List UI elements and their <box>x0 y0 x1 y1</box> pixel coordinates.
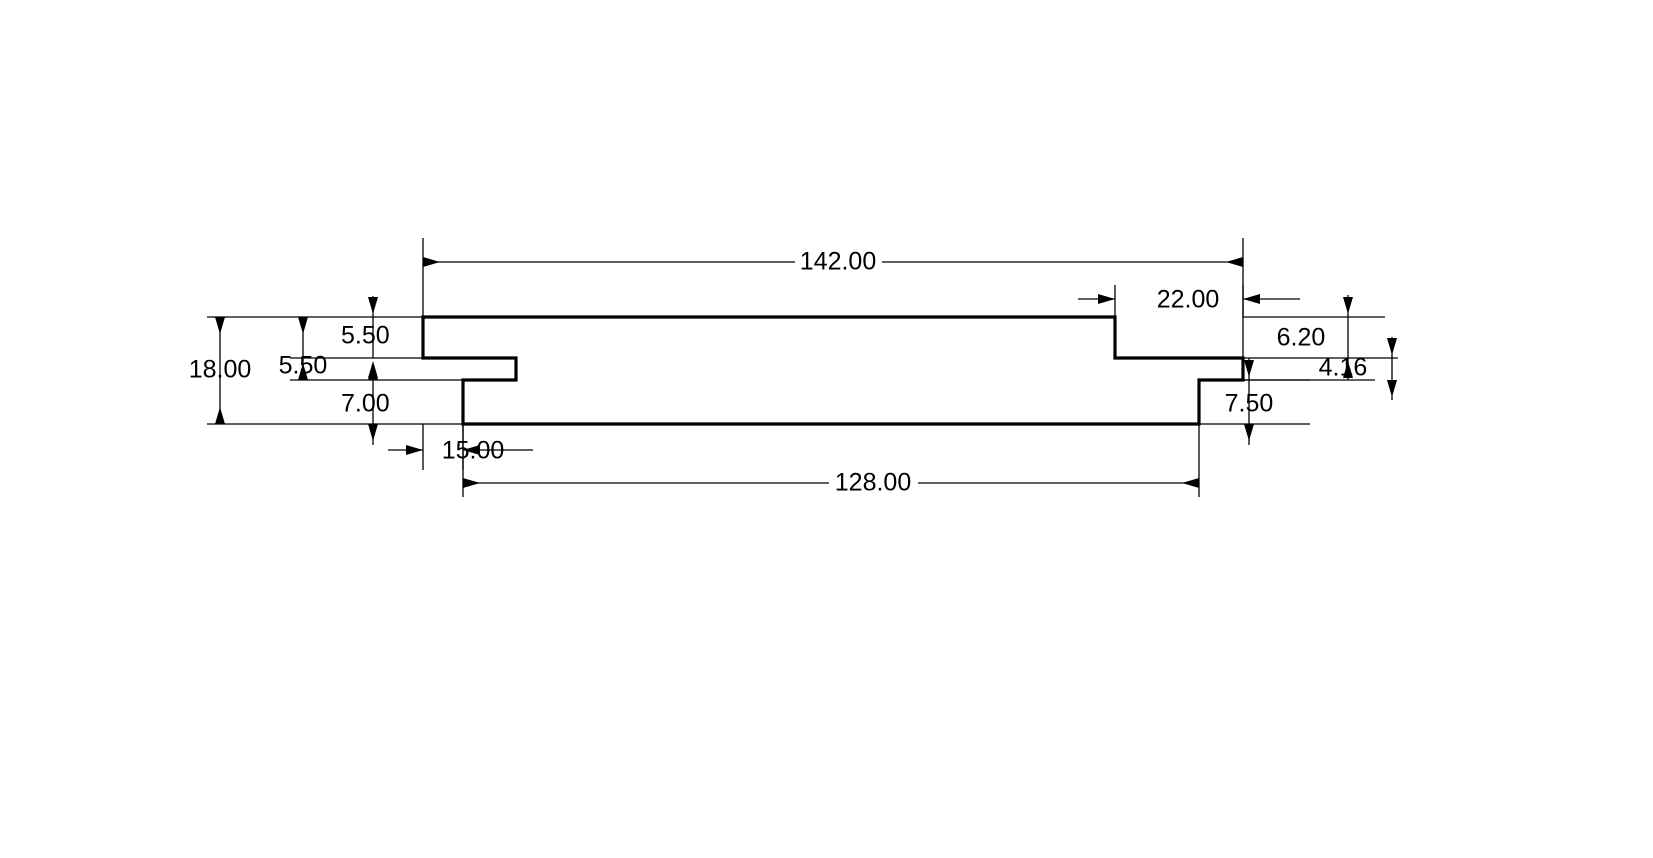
arrow-head-up <box>215 407 225 424</box>
dimension-5-50-upper: 5.50 <box>341 297 390 378</box>
dimension-4-16: 4.16 <box>1319 338 1397 397</box>
dim-label-7-50: 7.50 <box>1225 390 1274 418</box>
arrow-head-up <box>1387 380 1397 397</box>
dim-label-4-16: 4.16 <box>1319 354 1368 382</box>
arrow-head-up <box>298 363 308 380</box>
arrow-head-right <box>1226 257 1243 267</box>
dimension-5-50-left: 5.50 <box>279 317 328 380</box>
arrow-head-down <box>215 317 225 334</box>
dim-label-142: 142.00 <box>800 248 876 276</box>
dim-label-7-00: 7.00 <box>341 390 390 418</box>
arrow-head-up <box>1244 424 1254 441</box>
dim-label-5-50-upper: 5.50 <box>341 322 390 350</box>
dim-label-6-20: 6.20 <box>1277 324 1326 352</box>
dimension-6-20: 6.20 <box>1277 297 1353 378</box>
arrow-head-left <box>1243 294 1260 304</box>
arrow-head-left <box>423 257 440 267</box>
arrow-head-left <box>463 478 480 488</box>
arrow-head-down <box>298 317 308 334</box>
arrow-head-down <box>1343 297 1353 314</box>
dimension-7-50: 7.50 <box>1225 360 1274 441</box>
dim-label-18: 18.00 <box>189 356 252 384</box>
arrow-head-right <box>1182 478 1199 488</box>
dimension-128: 128.00 <box>463 469 1199 497</box>
dimension-15: 15.00 <box>388 437 533 465</box>
dim-label-15: 15.00 <box>442 437 505 465</box>
arrow-head-left <box>463 445 480 455</box>
part-profile-outline <box>421 315 1245 426</box>
arrow-head-right <box>1098 294 1115 304</box>
dimension-142: 142.00 <box>423 248 1243 276</box>
arrow-head-up <box>1343 361 1353 378</box>
arrow-head-down <box>1387 338 1397 355</box>
arrow-head-down <box>368 297 378 314</box>
arrow-head-down <box>368 363 378 380</box>
dim-label-128: 128.00 <box>835 469 911 497</box>
dimension-18: 18.00 <box>189 317 252 424</box>
dimension-7-00: 7.00 <box>341 363 390 441</box>
arrow-head-up <box>368 424 378 441</box>
dimension-22: 22.00 <box>1078 286 1300 314</box>
arrow-head-down <box>1244 360 1254 377</box>
arrow-head-right <box>406 445 423 455</box>
dim-label-22: 22.00 <box>1157 286 1220 314</box>
extension-lines-group <box>207 238 1398 497</box>
dim-label-5-50-left: 5.50 <box>279 352 328 380</box>
part-profile-group <box>421 315 1245 426</box>
